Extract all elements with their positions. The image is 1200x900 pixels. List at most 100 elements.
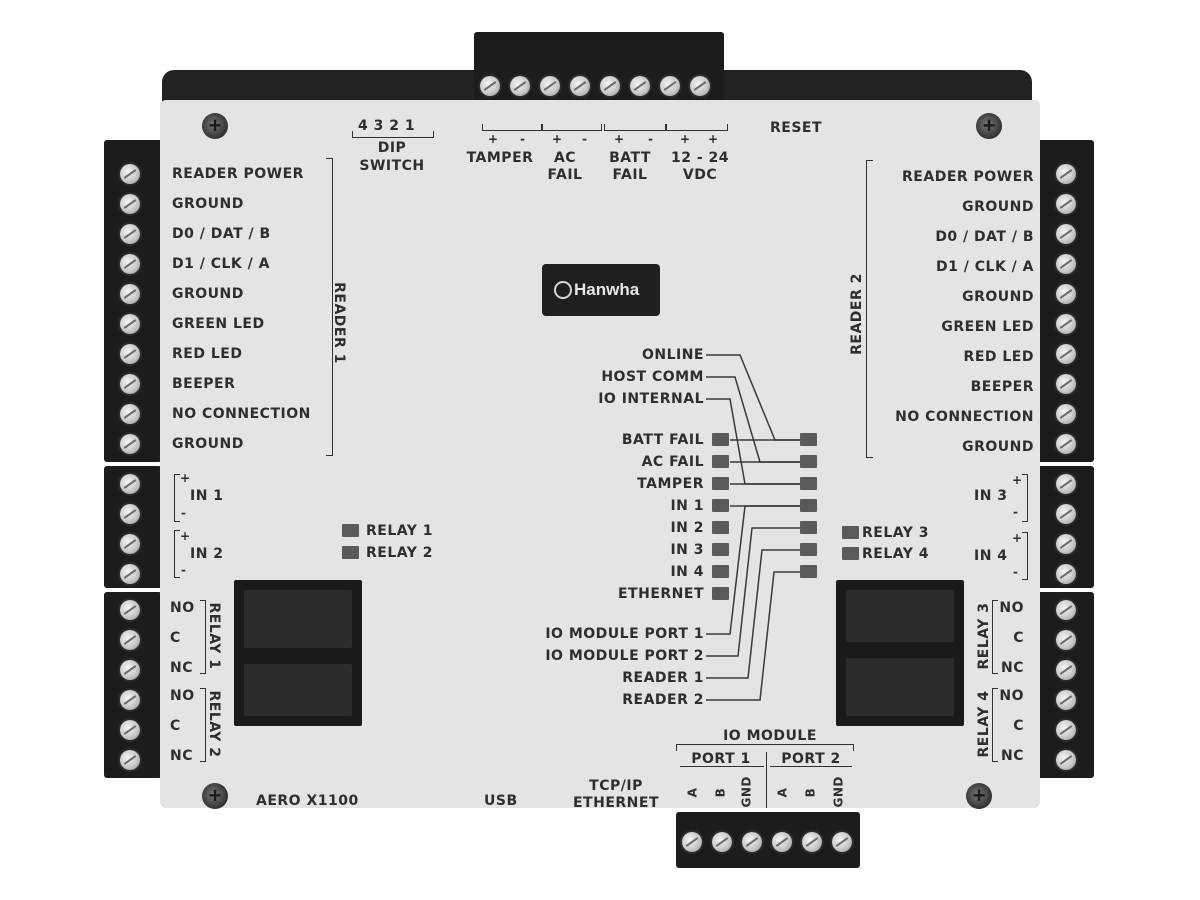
terminal-block-relay-right bbox=[1036, 592, 1094, 778]
status-bottom-label: IO MODULE PORT 2 bbox=[545, 648, 704, 664]
in2-label: IN 2 bbox=[190, 546, 224, 562]
dip-switch-label: DIP bbox=[377, 140, 407, 156]
relay-contact-label: NC bbox=[1001, 660, 1024, 676]
relay1-led bbox=[342, 524, 359, 537]
relay-component-right bbox=[836, 580, 964, 726]
polarity-mark: + bbox=[552, 132, 563, 146]
status-led bbox=[800, 565, 817, 578]
reader1-pin-label: GROUND bbox=[172, 196, 244, 212]
polarity-mark: - bbox=[582, 132, 588, 146]
ac-fail-label: AC bbox=[553, 150, 577, 166]
reader2-pin-label: BEEPER bbox=[970, 379, 1034, 395]
tcpip-label: TCP/IP bbox=[589, 778, 643, 794]
reader1-pin-label: GROUND bbox=[172, 436, 244, 452]
terminal-screw-icon bbox=[1056, 564, 1076, 584]
port2-underline bbox=[770, 766, 852, 767]
port-divider bbox=[766, 752, 767, 808]
port1-label: PORT 1 bbox=[691, 751, 751, 767]
terminal-screw-icon bbox=[120, 314, 140, 334]
in1-label: IN 1 bbox=[190, 488, 224, 504]
in4-bracket bbox=[1022, 532, 1028, 580]
status-top-label: IO INTERNAL bbox=[598, 391, 704, 407]
reader2-pin-label: GROUND bbox=[962, 199, 1034, 215]
in4-plus: + bbox=[1012, 531, 1023, 545]
status-led bbox=[800, 433, 817, 446]
relay-contact-label: NO bbox=[170, 600, 195, 616]
status-led bbox=[800, 521, 817, 534]
in4-minus: - bbox=[1013, 565, 1019, 579]
reader2-pin-label: RED LED bbox=[963, 349, 1034, 365]
terminal-screw-icon bbox=[802, 832, 822, 852]
terminal-screw-icon bbox=[1056, 164, 1076, 184]
reader2-bracket bbox=[866, 160, 873, 458]
relay-contact-label: NC bbox=[1001, 748, 1024, 764]
terminal-screw-icon bbox=[120, 630, 140, 650]
status-left-label: BATT FAIL bbox=[621, 432, 704, 448]
usb-label: USB bbox=[484, 793, 518, 809]
status-top-label: HOST COMM bbox=[601, 369, 704, 385]
power-bracket bbox=[604, 124, 666, 131]
status-bottom-label: READER 2 bbox=[622, 692, 704, 708]
io-module-label: IO MODULE bbox=[723, 728, 817, 744]
terminal-screw-icon bbox=[1056, 630, 1076, 650]
io-pin-label: A bbox=[685, 787, 700, 798]
terminal-screw-icon bbox=[1056, 474, 1076, 494]
relay-contact-label: NO bbox=[170, 688, 195, 704]
terminal-screw-icon bbox=[120, 374, 140, 394]
terminal-screw-icon bbox=[1056, 690, 1076, 710]
terminal-screw-icon bbox=[1056, 534, 1076, 554]
reader1-pin-label: NO CONNECTION bbox=[172, 406, 311, 422]
in4-label: IN 4 bbox=[974, 548, 1008, 564]
terminal-screw-icon bbox=[120, 224, 140, 244]
io-pin-label: GND bbox=[831, 776, 846, 808]
terminal-screw-icon bbox=[120, 504, 140, 524]
status-led bbox=[712, 587, 729, 600]
power-bracket bbox=[666, 124, 728, 131]
terminal-screw-icon bbox=[120, 194, 140, 214]
reader1-pin-label: GROUND bbox=[172, 286, 244, 302]
terminal-screw-icon bbox=[682, 832, 702, 852]
model-label: AERO X1100 bbox=[256, 793, 359, 809]
reader2-pin-label: GROUND bbox=[962, 289, 1034, 305]
reader1-pin-label: RED LED bbox=[172, 346, 243, 362]
terminal-screw-icon bbox=[660, 76, 680, 96]
reader2-pin-label: READER POWER bbox=[902, 169, 1034, 185]
terminal-screw-icon bbox=[120, 284, 140, 304]
power-bracket bbox=[542, 124, 602, 131]
relay-component-left bbox=[234, 580, 362, 726]
terminal-screw-icon bbox=[832, 832, 852, 852]
terminal-screw-icon bbox=[120, 474, 140, 494]
mounting-screw-icon bbox=[202, 783, 228, 809]
relay3-led bbox=[842, 526, 859, 539]
terminal-screw-icon bbox=[120, 404, 140, 424]
ac-fail-label-2: FAIL bbox=[547, 167, 583, 183]
mounting-screw-icon bbox=[976, 113, 1002, 139]
in3-bracket bbox=[1022, 474, 1028, 522]
relay-contact-label: NC bbox=[170, 748, 193, 764]
relay2-bracket bbox=[200, 688, 206, 762]
polarity-mark: - bbox=[520, 132, 526, 146]
terminal-screw-icon bbox=[1056, 344, 1076, 364]
terminal-screw-icon bbox=[120, 564, 140, 584]
terminal-screw-icon bbox=[772, 832, 792, 852]
status-left-label: IN 3 bbox=[670, 542, 704, 558]
status-top-label: ONLINE bbox=[641, 347, 704, 363]
port2-label: PORT 2 bbox=[781, 751, 841, 767]
terminal-screw-icon bbox=[120, 660, 140, 680]
dip-switch-numbers: 4 3 2 1 bbox=[358, 118, 416, 134]
status-led bbox=[712, 455, 729, 468]
relay-contact-label: C bbox=[1013, 630, 1024, 646]
status-left-label: IN 2 bbox=[670, 520, 704, 536]
status-led bbox=[712, 521, 729, 534]
relay4-bracket bbox=[992, 688, 998, 762]
io-pin-label: B bbox=[713, 787, 728, 798]
terminal-screw-icon bbox=[570, 76, 590, 96]
terminal-screw-icon bbox=[630, 76, 650, 96]
brand-logo-text: Hanwha bbox=[574, 280, 640, 299]
terminal-screw-icon bbox=[1056, 314, 1076, 334]
terminal-screw-icon bbox=[120, 434, 140, 454]
status-led bbox=[712, 433, 729, 446]
reader1-pin-label: D0 / DAT / B bbox=[172, 226, 271, 242]
in1-plus: + bbox=[180, 471, 191, 485]
